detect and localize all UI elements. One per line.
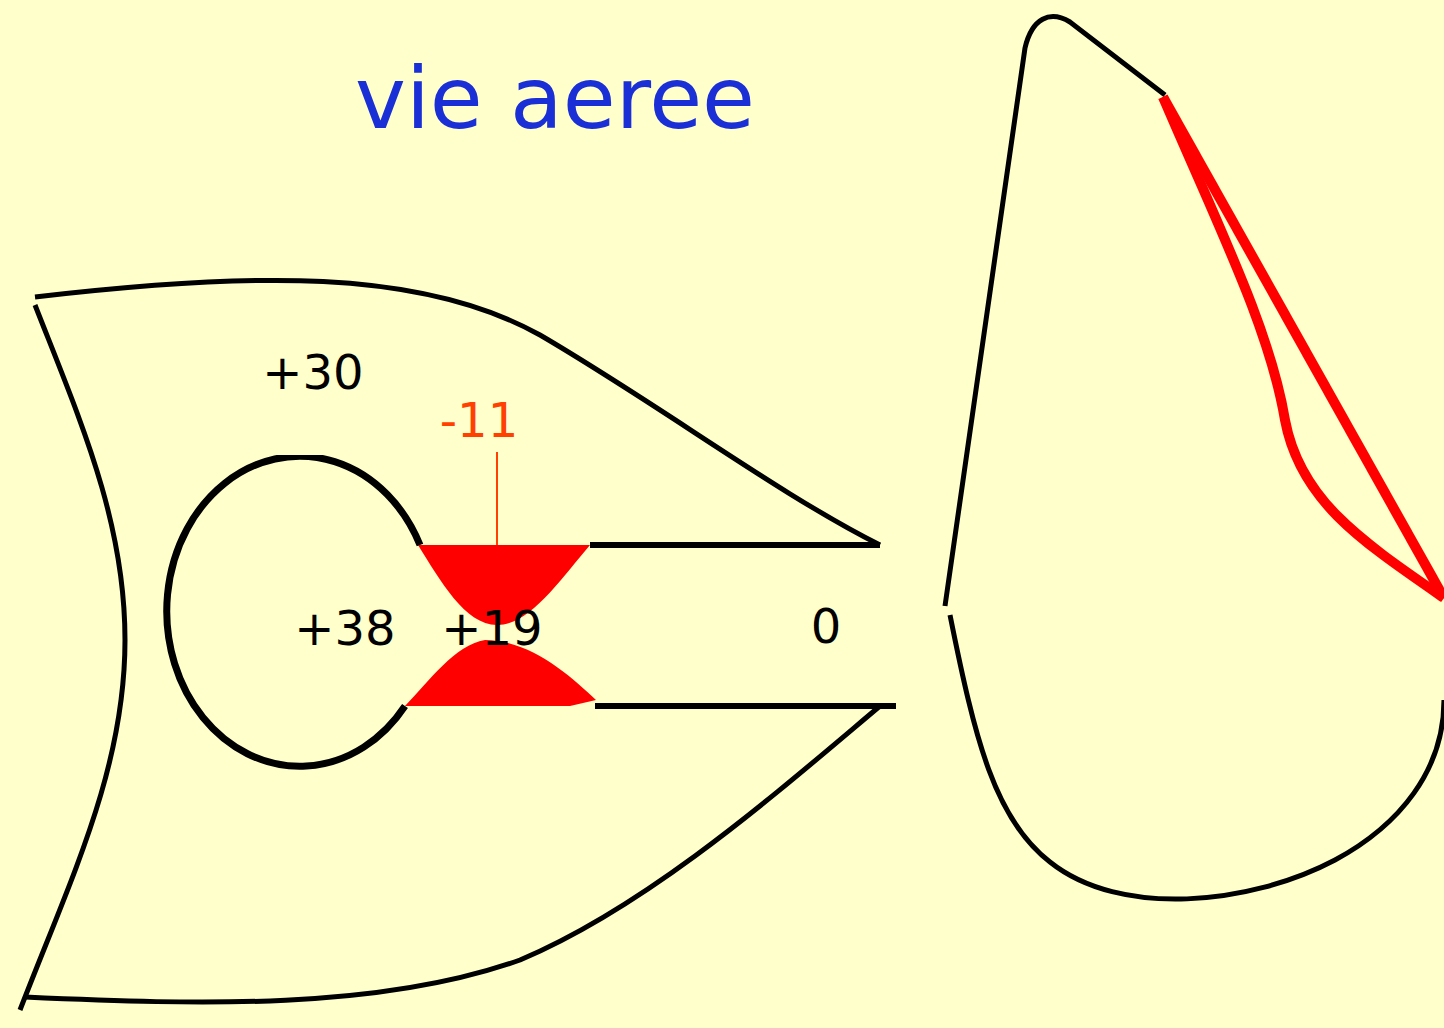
airway-wall bbox=[590, 542, 880, 548]
leader-line bbox=[496, 452, 498, 545]
airway-wall bbox=[595, 703, 896, 709]
pressure-value: 0 bbox=[811, 602, 842, 650]
pressure-value: +19 bbox=[441, 604, 542, 652]
pressure-value: +38 bbox=[294, 604, 395, 652]
lung-wall-red bbox=[1163, 97, 1444, 598]
lung-outline bbox=[945, 17, 1165, 606]
title: vie aeree bbox=[355, 55, 755, 141]
alveolus-circle: +38 bbox=[160, 455, 440, 780]
pressure-value: -11 bbox=[440, 396, 518, 444]
lung-outline bbox=[950, 615, 1444, 899]
pressure-value: +30 bbox=[262, 348, 363, 396]
lung-wall-red bbox=[1163, 97, 1444, 598]
